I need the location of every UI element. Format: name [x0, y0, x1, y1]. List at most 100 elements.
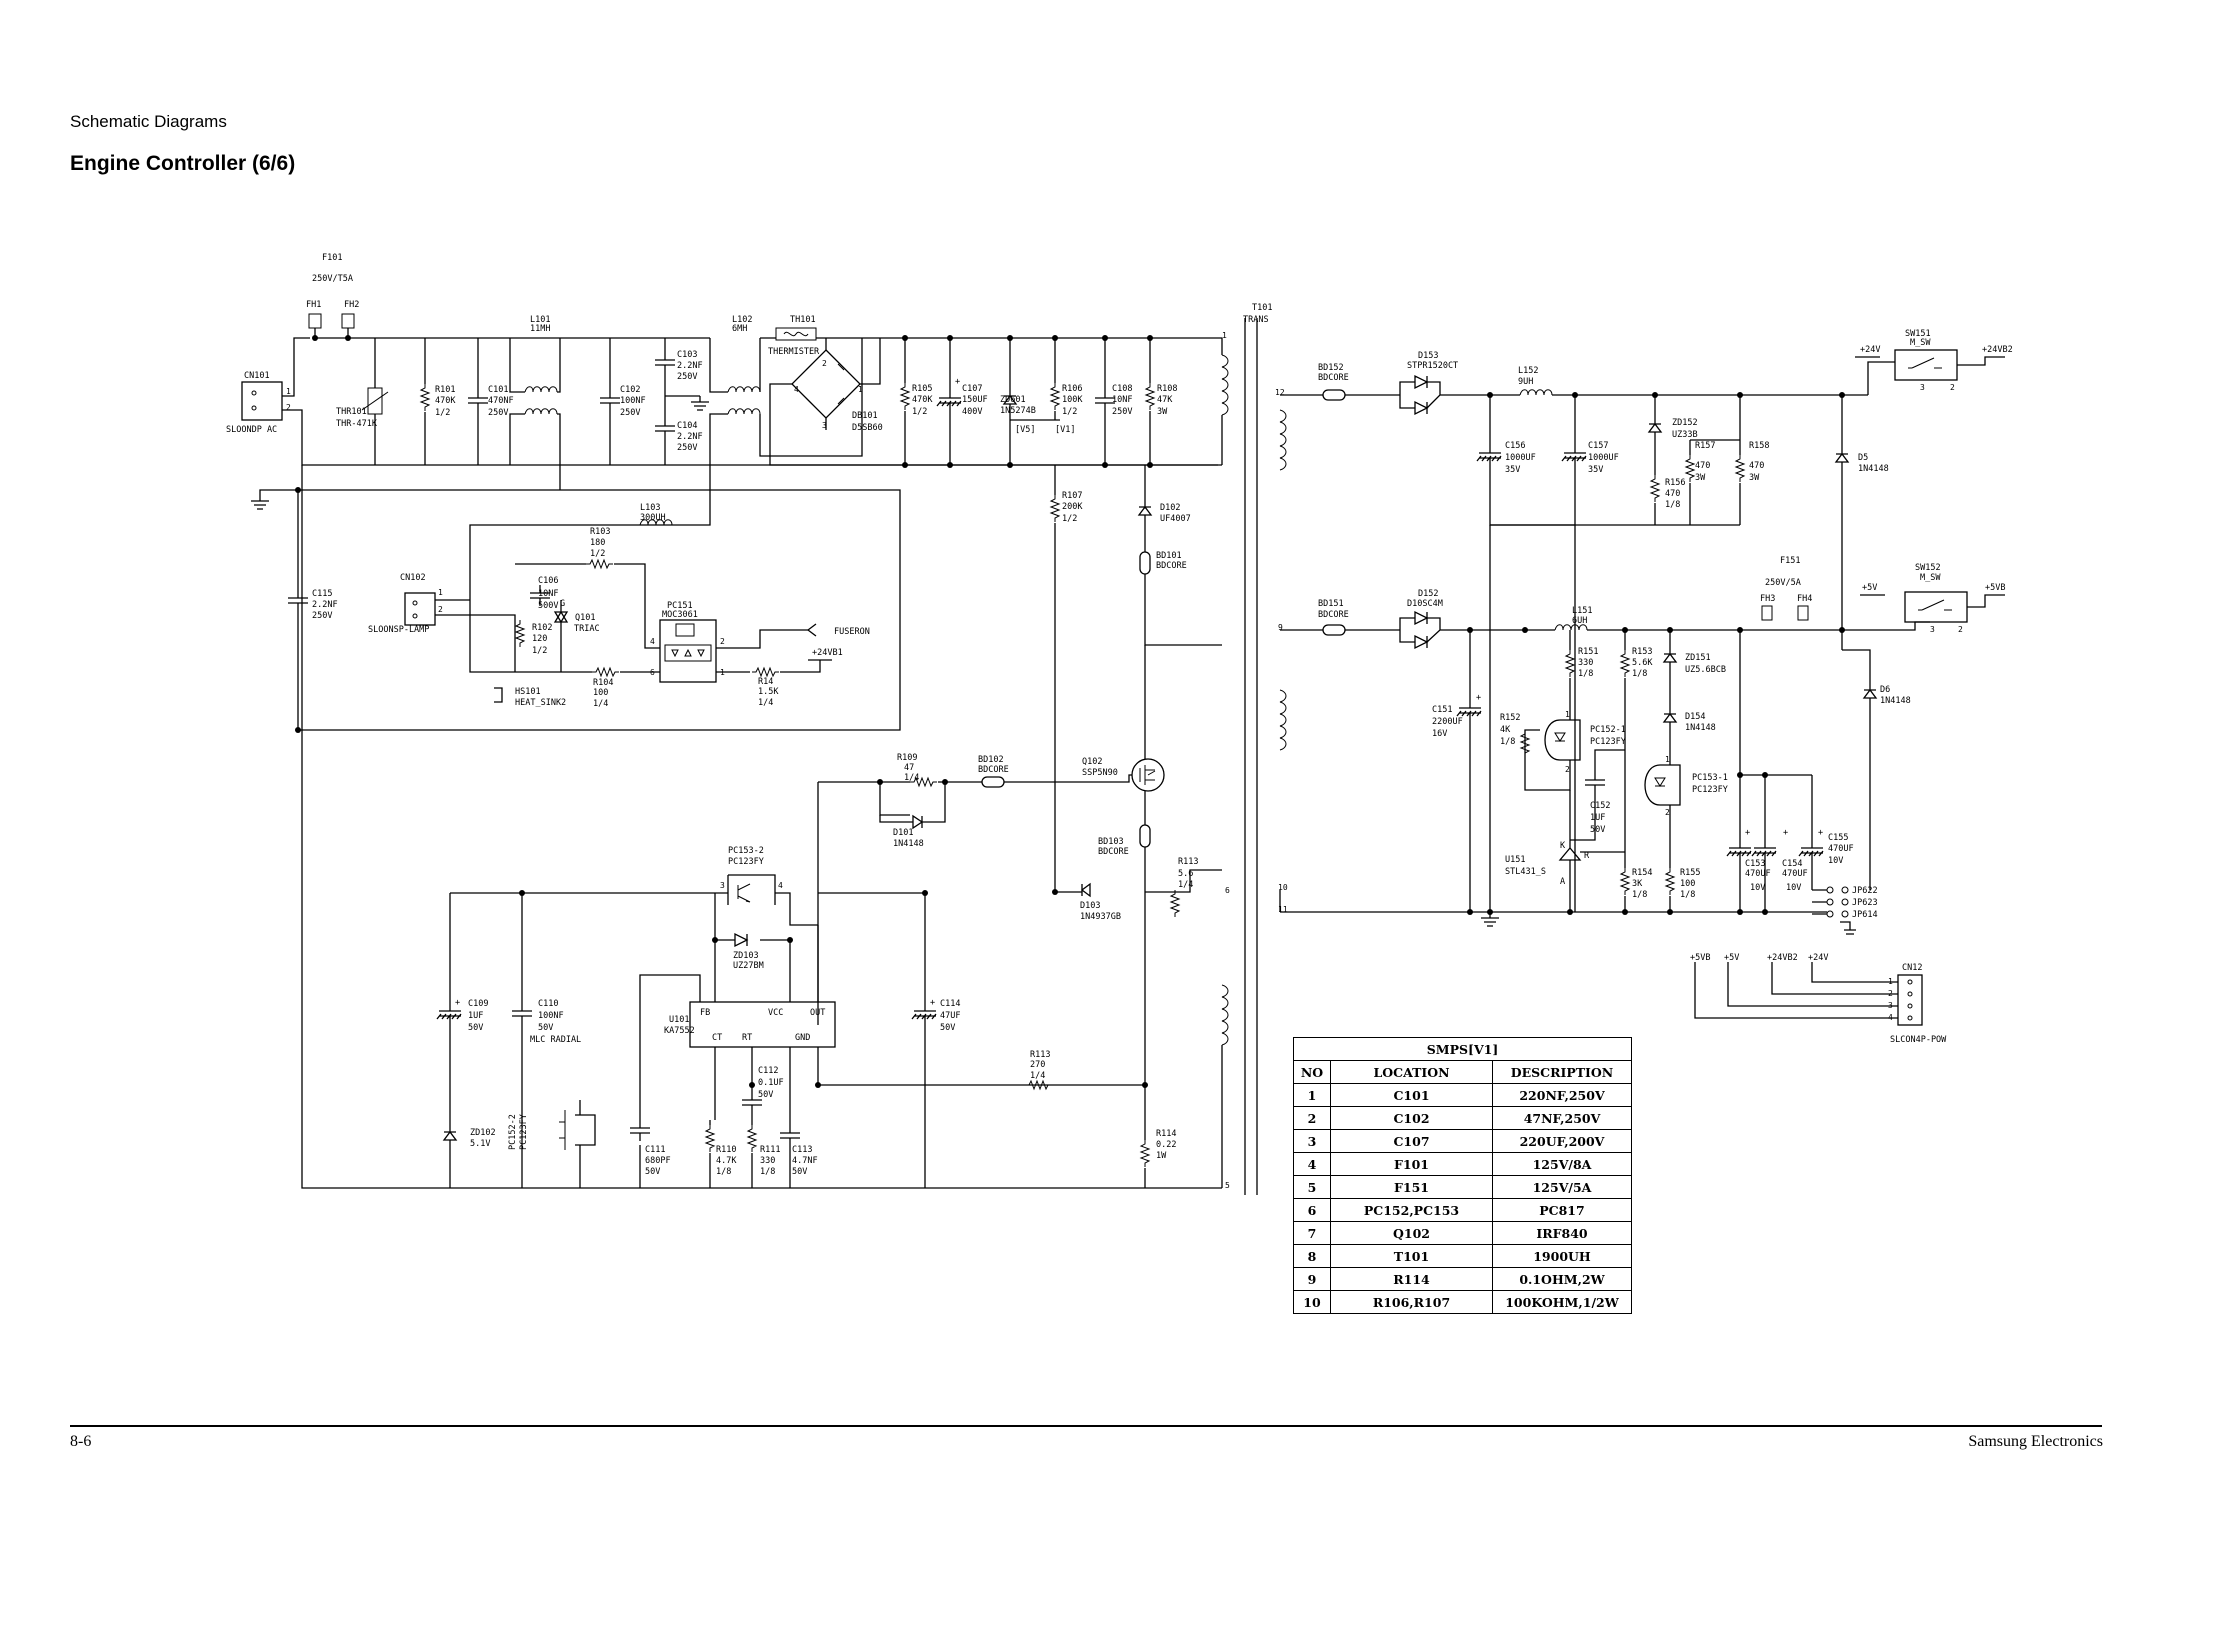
- svg-text:330: 330: [1578, 658, 1593, 668]
- cell-location: C107: [1330, 1129, 1493, 1153]
- svg-text:D154: D154: [1685, 712, 1705, 722]
- svg-text:1N4937GB: 1N4937GB: [1080, 912, 1121, 922]
- svg-text:HEAT_SINK2: HEAT_SINK2: [515, 698, 566, 708]
- svg-text:1/8: 1/8: [1578, 669, 1593, 679]
- inductor-l152: L152 9UH: [1518, 366, 1553, 396]
- svg-text:1/2: 1/2: [1062, 407, 1077, 417]
- svg-text:FH4: FH4: [1797, 594, 1812, 604]
- resistor-r111: R111 330 1/8: [760, 1145, 780, 1177]
- rail-24vb1: +24VB1: [808, 648, 843, 661]
- svg-text:R152: R152: [1500, 713, 1520, 723]
- resistor-r154: R154 3K 1/8: [1632, 868, 1652, 900]
- cell-no: 8: [1293, 1244, 1331, 1268]
- svg-text:TRANS: TRANS: [1243, 315, 1269, 325]
- svg-text:C152: C152: [1590, 801, 1610, 811]
- connector-cn101: CN101 SLOONDP AC 12: [226, 371, 291, 435]
- svg-text:1/4: 1/4: [904, 773, 919, 783]
- svg-text:100: 100: [593, 688, 608, 698]
- svg-text:250V/5A: 250V/5A: [1765, 578, 1801, 588]
- svg-text:1/2: 1/2: [532, 646, 547, 656]
- svg-text:OUT: OUT: [810, 1008, 825, 1018]
- resistor-r157: R157 470 3W: [1695, 441, 1715, 483]
- cell-description: 1900UH: [1492, 1244, 1632, 1268]
- svg-text:250V: 250V: [1112, 407, 1132, 417]
- svg-text:F151: F151: [1780, 556, 1800, 566]
- svg-text:250V: 250V: [677, 372, 697, 382]
- svg-text:1/2: 1/2: [435, 408, 450, 418]
- opto-pc153-1: PC153-1 PC123FY 12: [1644, 755, 1728, 817]
- svg-text:CN12: CN12: [1902, 963, 1922, 973]
- svg-text:R110: R110: [716, 1145, 736, 1155]
- svg-text:C103: C103: [677, 350, 697, 360]
- svg-text:5.1V: 5.1V: [470, 1139, 490, 1149]
- svg-text:JP614: JP614: [1852, 910, 1878, 920]
- svg-text:1/8: 1/8: [1632, 669, 1647, 679]
- ic-u101: U101 KA7552 FB CT RT VCC OUT GND: [664, 1001, 836, 1048]
- capacitor-c112: C112 0.1UF 50V: [758, 1066, 784, 1100]
- svg-text:SLOONSP-LAMP: SLOONSP-LAMP: [368, 625, 429, 635]
- zener-zd103: ZD103 UZ27BM: [733, 932, 764, 971]
- triac-q101: Q101 TRIAC G: [553, 599, 600, 634]
- svg-text:RT: RT: [742, 1033, 752, 1043]
- svg-text:PC123FY: PC123FY: [1692, 785, 1728, 795]
- mosfet-q102: Q102 SSP5N90: [1082, 757, 1165, 792]
- svg-text:R14: R14: [758, 677, 773, 687]
- svg-text:1/8: 1/8: [1680, 890, 1695, 900]
- svg-text:6: 6: [1225, 886, 1230, 895]
- capacitor-c154: + C154 470UF 10V: [1782, 828, 1808, 893]
- svg-text:C108: C108: [1112, 384, 1132, 394]
- svg-text:250V: 250V: [677, 443, 697, 453]
- svg-text:L103: L103: [640, 503, 660, 513]
- svg-text:1/2: 1/2: [912, 407, 927, 417]
- svg-text:470K: 470K: [912, 395, 933, 405]
- cell-description: 0.1OHM,2W: [1492, 1267, 1632, 1291]
- svg-text:STPR1520CT: STPR1520CT: [1407, 361, 1458, 371]
- svg-text:6MH: 6MH: [732, 324, 747, 334]
- svg-text:C155: C155: [1828, 833, 1848, 843]
- svg-text:470UF: 470UF: [1828, 844, 1854, 854]
- smps-table-header: NO LOCATION DESCRIPTION: [1293, 1060, 1632, 1084]
- svg-text:1000UF: 1000UF: [1588, 453, 1619, 463]
- svg-text:11MH: 11MH: [530, 324, 550, 334]
- svg-text:2: 2: [720, 637, 725, 646]
- svg-text:3K: 3K: [1632, 879, 1643, 889]
- shunt-regulator-u151: U151 STL431_S K R A: [1505, 841, 1590, 887]
- svg-text:1N4148: 1N4148: [893, 839, 924, 849]
- svg-text:1N4148: 1N4148: [1880, 696, 1911, 706]
- svg-text:6UH: 6UH: [1572, 616, 1587, 626]
- cell-location: C101: [1330, 1083, 1493, 1107]
- capacitor-c157: C157 1000UF 35V: [1588, 441, 1619, 475]
- svg-text:[V5]: [V5]: [1015, 425, 1035, 435]
- net-fuseron: FUSERON: [807, 623, 870, 637]
- smps-parts-table: SMPS[V1] NO LOCATION DESCRIPTION 1 C101 …: [1293, 1037, 1632, 1314]
- resistor-r113-sense: R113 270 1/4: [1030, 1050, 1050, 1081]
- diode-d101: D101 1N4148: [893, 828, 924, 849]
- svg-text:TRIAC: TRIAC: [574, 624, 600, 634]
- svg-text:D5: D5: [1858, 453, 1868, 463]
- table-row: 5 F151 125V/5A: [1293, 1175, 1632, 1199]
- svg-text:500V: 500V: [538, 601, 558, 611]
- cell-description: 47NF,250V: [1492, 1106, 1632, 1130]
- svg-text:+: +: [1818, 828, 1823, 838]
- svg-text:150UF: 150UF: [962, 395, 988, 405]
- svg-text:BD103: BD103: [1098, 837, 1124, 847]
- bead-bd102: BD102 BDCORE: [978, 755, 1009, 775]
- svg-text:GND: GND: [795, 1033, 810, 1043]
- cell-description: 220UF,200V: [1492, 1129, 1632, 1153]
- svg-text:1/2: 1/2: [590, 549, 605, 559]
- svg-text:BDCORE: BDCORE: [1098, 847, 1129, 857]
- svg-text:R156: R156: [1665, 478, 1685, 488]
- svg-text:D103: D103: [1080, 901, 1100, 911]
- svg-text:C115: C115: [312, 589, 332, 599]
- svg-text:470NF: 470NF: [488, 396, 514, 406]
- svg-text:R103: R103: [590, 527, 610, 537]
- capacitor-c156: C156 1000UF 35V: [1505, 441, 1536, 475]
- cell-location: PC152,PC153: [1330, 1198, 1493, 1222]
- svg-text:1: 1: [438, 588, 443, 597]
- svg-text:FUSERON: FUSERON: [834, 627, 870, 637]
- resistor-r156: R156 470 1/8: [1665, 478, 1685, 510]
- jumper-jp623: JP623: [1826, 898, 1878, 908]
- svg-text:CT: CT: [712, 1033, 722, 1043]
- svg-text:1000UF: 1000UF: [1505, 453, 1536, 463]
